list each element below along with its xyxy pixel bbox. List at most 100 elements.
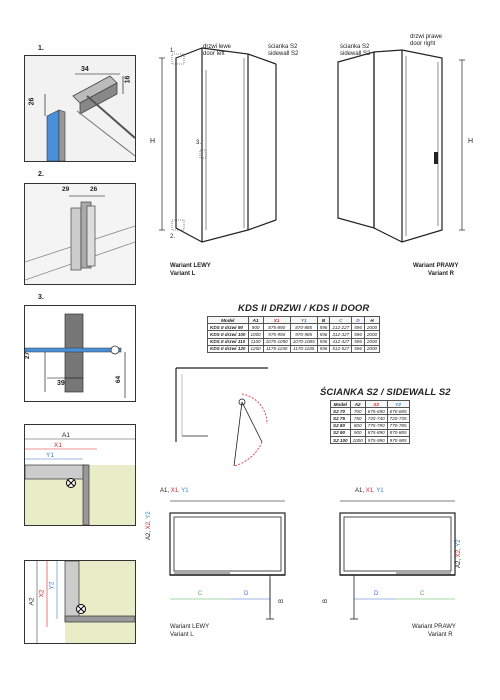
dim-34: 34 <box>81 66 89 73</box>
table-cell: 2000 <box>363 344 381 353</box>
table-row: KDS II drzwi 120 1200 1175-1190 1170-118… <box>207 344 381 353</box>
table-cell: 596 <box>351 323 365 332</box>
dim-16: 16 <box>124 75 132 84</box>
door-header-c: C <box>329 315 353 325</box>
detail-2-drawing <box>24 183 136 285</box>
door-header-model: Model <box>207 315 249 325</box>
detail-3-number: 3. <box>38 294 44 301</box>
mark-1-left: 1. <box>170 48 176 54</box>
table-cell: 512-527 <box>329 344 353 353</box>
plan-right-side-dims: A2, X2, Y2 <box>456 539 462 568</box>
plan-left-x2: X2 <box>146 521 152 530</box>
table-cell: 770-785 <box>386 421 410 430</box>
table-cell: 870-885 <box>289 323 318 332</box>
plan-left-y2: , Y2 <box>146 511 152 522</box>
detail-5-drawing <box>24 560 136 644</box>
table-cell: 412-427 <box>329 337 353 346</box>
plan-left-side-dims: A2, X2, Y2 <box>146 511 152 540</box>
table-cell: 700 <box>349 407 366 416</box>
table-cell: S2 80 <box>330 421 351 430</box>
table-cell: 970-985 <box>386 435 410 445</box>
table-cell: 596 <box>316 337 331 346</box>
door-swing-plan <box>172 362 272 477</box>
plan-variant-left-en: Variant L <box>170 632 194 638</box>
table-cell: 870-885 <box>386 428 410 437</box>
table-cell: 875-890 <box>262 323 291 332</box>
dim-27: 27 <box>24 351 32 360</box>
table-cell: 2000 <box>363 323 381 332</box>
sidewall-table-title: ŚCIANKA S2 / SIDEWALL S2 <box>320 387 451 398</box>
plan-right-x1: X1 <box>365 488 374 494</box>
detail-1-number: 1. <box>38 45 44 52</box>
plan-right-d: D <box>374 591 379 597</box>
table-cell: 970-985 <box>289 330 318 339</box>
dim-a1: A1 <box>62 432 70 439</box>
table-cell: KDS II drzwi 100 <box>207 330 249 339</box>
table-cell: 312-327 <box>329 330 353 339</box>
table-row: KDS II drzwi 90 900 875-890 870-885 596 … <box>207 323 381 332</box>
detail-1-drawing <box>24 55 136 162</box>
table-row: S2 100 1000 975-990 970-985 <box>330 435 410 445</box>
variant-left-en: Variant L <box>170 271 196 277</box>
sidewall-table: Model A2 X2 Y2 S2 70 700 675-690 670-685… <box>330 399 410 445</box>
door-left-label-pl: drzwi lewe <box>203 44 232 50</box>
table-cell: KDS II drzwi 110 <box>207 337 249 346</box>
plan-left-a2: A2, <box>146 529 152 540</box>
table-cell: S2 75 <box>330 414 351 423</box>
plan-left-top-dims: A1, X1, Y1 <box>160 488 189 494</box>
plan-variant-left-pl: Wariant LEWY <box>170 624 210 630</box>
height-h-left: H <box>150 138 156 145</box>
table-row: S2 80 800 775-790 770-785 <box>330 421 410 430</box>
door-header-a1: A1 <box>247 315 264 325</box>
table-cell: 1070-1085 <box>289 337 318 346</box>
plan-left-b: B <box>279 598 286 604</box>
door-left-label-en: door left <box>203 51 225 57</box>
table-cell: 1000 <box>349 435 366 445</box>
table-cell: 720-735 <box>386 414 410 423</box>
table-cell: 596 <box>316 344 331 353</box>
table-cell: 975-990 <box>364 435 388 445</box>
sidewall-right-label-en: sidewall S2 <box>340 51 371 57</box>
mark-2-left: 2. <box>170 234 176 240</box>
dim-a2: A2 <box>28 597 36 606</box>
variant-left-pl: Wariant LEWY <box>170 263 211 269</box>
dim-y2: Y2 <box>48 581 56 590</box>
plan-right-a2: A2, <box>456 557 462 568</box>
table-cell: 2000 <box>363 330 381 339</box>
table-row: S2 75 750 725-740 720-735 <box>330 414 410 423</box>
table-cell: 596 <box>316 330 331 339</box>
door-header-b: B <box>316 315 331 325</box>
door-right-label-pl: drzwi prawe <box>410 34 443 40</box>
table-cell: 1175-1190 <box>262 344 291 353</box>
table-cell: 1075-1090 <box>262 337 291 346</box>
elevation-left <box>152 40 282 265</box>
plan-variant-right-pl: Wariant PRAWY <box>412 624 456 630</box>
dim-x2: X2 <box>38 589 46 598</box>
plan-right-top-dims: A1, X1, Y1 <box>355 488 384 494</box>
sidewall-right-label-pl: ścianka S2 <box>340 44 370 50</box>
table-cell: S2 70 <box>330 407 351 416</box>
plan-right-y2: , Y2 <box>456 539 462 550</box>
table-cell: S2 100 <box>330 435 351 445</box>
sidewall-header-x2: X2 <box>364 399 388 409</box>
height-h-right: H <box>468 138 474 145</box>
table-cell: 725-740 <box>364 414 388 423</box>
table-cell: 212-227 <box>329 323 353 332</box>
table-cell: 1000 <box>247 330 264 339</box>
sidewall-left-label-pl: ścianka S2 <box>268 44 298 50</box>
dim-39: 39 <box>57 380 65 387</box>
dim-64: 64 <box>115 375 123 384</box>
door-header-h: H <box>363 315 381 325</box>
detail-3-drawing <box>24 305 136 402</box>
table-cell: 900 <box>349 428 366 437</box>
door-header-y1: Y1 <box>289 315 318 325</box>
plan-variant-right-en: Variant R <box>428 632 453 638</box>
dim-x1: X1 <box>54 442 62 449</box>
table-cell: 675-690 <box>364 407 388 416</box>
plan-left-x1: X1 <box>170 488 179 494</box>
table-cell: 975-990 <box>262 330 291 339</box>
plan-right-a1: A1, <box>355 488 366 494</box>
dim-y1: Y1 <box>46 452 54 459</box>
table-row: S2 70 700 675-690 670-685 <box>330 407 410 416</box>
table-cell: KDS II drzwi 120 <box>207 344 249 353</box>
